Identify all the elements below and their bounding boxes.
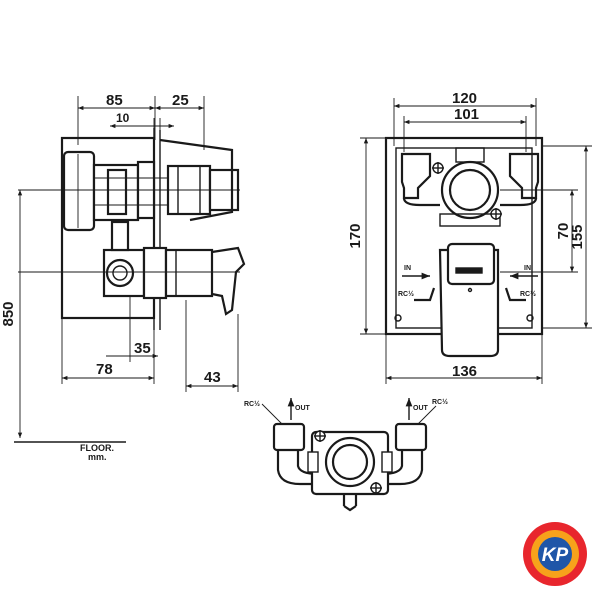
dim-70-label: 70 [555,223,572,240]
logo-center [538,537,572,571]
side-inlet-stem [110,220,130,252]
bottom-right-outlet [394,422,428,452]
front-in-right-label: IN [524,265,531,272]
dim-35-label: 35 [134,340,151,357]
side-back-cap [62,150,96,232]
side-lower-handle-body [164,248,214,298]
front-right-inlet [508,152,540,200]
kp-logo: KP [523,522,587,586]
bottom-rc-right-label: RC½ [432,398,448,406]
front-lever-head [446,242,496,286]
front-left-inlet [400,152,432,200]
front-view: IN IN RC½ RC½ 120 101 170 70 155 [347,90,592,384]
front-rc-left-label: RC½ [398,290,414,298]
dim-850-label: 850 [0,301,17,326]
floor-label: FLOOR. [80,443,114,453]
side-inlet-circle [105,258,135,288]
dim-136-label: 136 [452,363,477,380]
bottom-view: RC½ RC½ OUT OUT [244,398,448,512]
dim-170-label: 170 [347,223,364,248]
dim-85-label: 85 [106,92,123,109]
dim-120-label: 120 [452,90,477,107]
bottom-out-right-label: OUT [413,405,429,412]
side-cover-plate [159,138,234,222]
front-diverter-core [448,168,492,212]
front-rc-right-label: RC½ [520,290,536,298]
floor-unit-label: mm. [88,452,107,462]
bottom-diverter-core [331,443,369,481]
side-lower-cartridge [142,246,168,300]
dim-155-label: 155 [569,224,586,249]
logo-text: KP [542,545,569,566]
dim-10-label: 10 [116,111,130,125]
side-lever-handle [211,246,246,316]
dim-25-label: 25 [172,92,189,109]
dim-101-label: 101 [454,106,479,123]
dim-43-label: 43 [204,369,221,386]
dim-78-label: 78 [96,361,113,378]
bottom-rc-left-label: RC½ [244,400,260,408]
front-in-left-label: IN [404,265,411,272]
side-upper-core [106,168,128,216]
bottom-left-outlet [272,422,306,452]
bottom-out-left-label: OUT [295,405,311,412]
side-view: 85 25 10 850 FLOOR. mm. 35 78 43 [0,92,246,462]
